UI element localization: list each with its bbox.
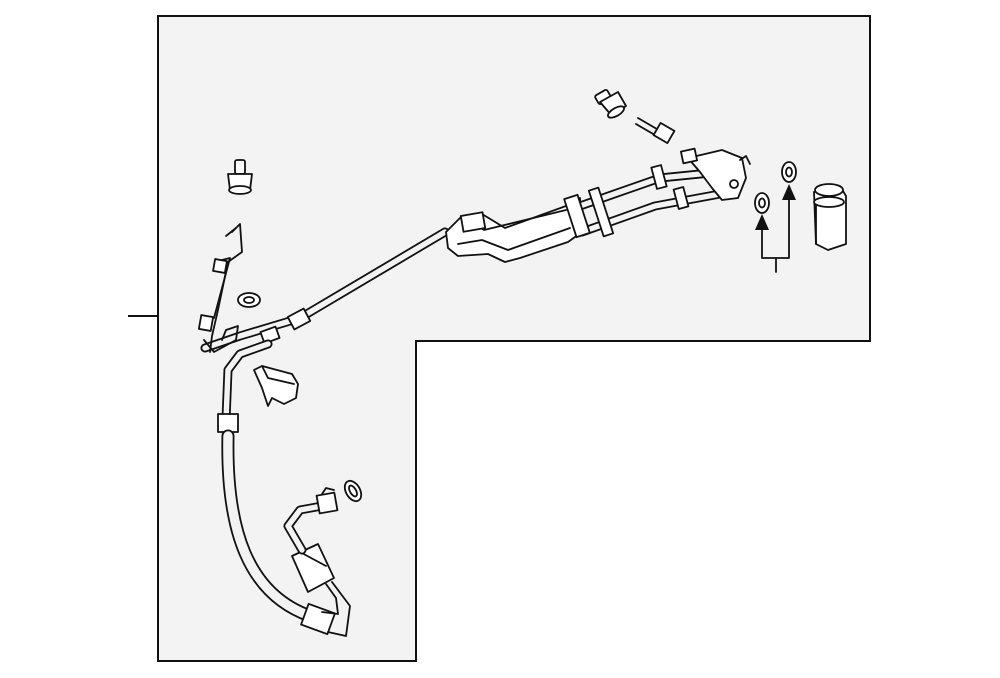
discharge-hose[interactable] — [217, 339, 351, 637]
suction-line-stem[interactable] — [197, 223, 243, 353]
o-ring-lower[interactable] — [341, 478, 364, 504]
o-ring[interactable] — [237, 292, 261, 308]
suction-line-assembly[interactable] — [200, 147, 751, 353]
mounting-bolt[interactable] — [635, 117, 676, 144]
o-ring-pair[interactable] — [754, 161, 797, 214]
expansion-valve[interactable] — [813, 183, 847, 251]
callout-arrows — [755, 184, 796, 273]
mounting-bracket[interactable] — [253, 365, 299, 407]
service-valve-cap-top[interactable] — [594, 89, 627, 120]
service-valve-cap-left[interactable] — [227, 159, 253, 195]
